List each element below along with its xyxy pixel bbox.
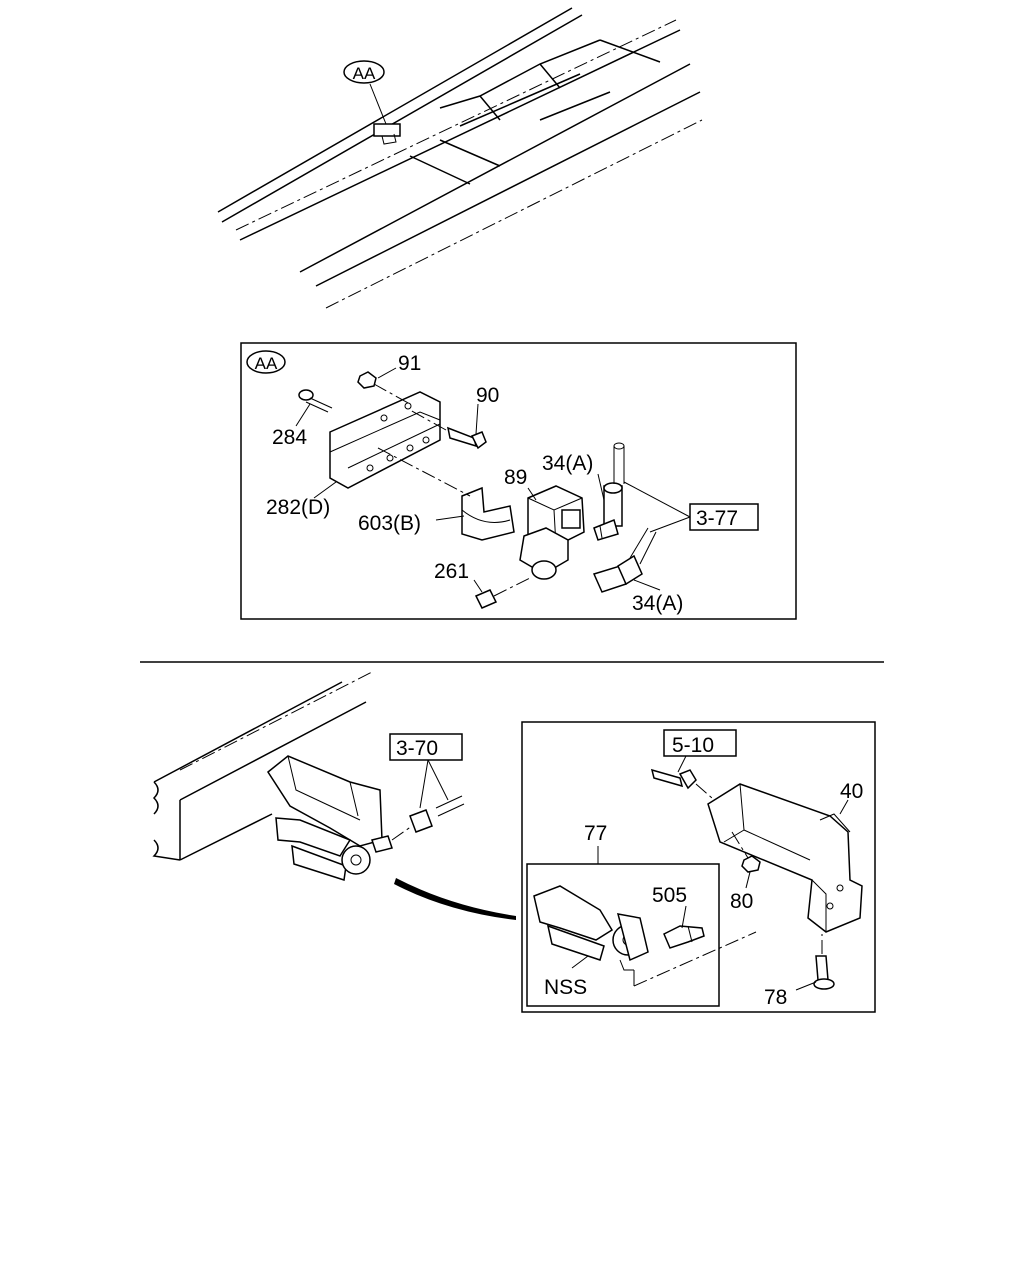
label-80: 80 [730,890,753,913]
bracket-282 [329,391,441,489]
reference-5-10 [663,729,737,773]
label-89: 89 [504,466,527,489]
horn-77 [533,885,649,971]
view-marker-top-text: AA [353,64,376,83]
view-marker-top: AA [343,60,385,84]
view-marker-detail-aa-text: AA [255,354,278,373]
nut-80 [731,831,761,873]
label-77: 77 [584,822,607,845]
reference-3-77 [623,481,759,533]
label-34a-top: 34(A) [542,452,593,475]
fitting-34a-top [593,482,623,541]
label-505: 505 [652,884,687,907]
label-5-10: 5-10 [672,734,714,757]
label-78: 78 [764,986,787,1009]
reference-3-70 [389,733,463,809]
label-34a-bottom: 34(A) [632,592,683,615]
fitting-3-70 [391,795,465,841]
detail-nss-frame [526,863,720,1007]
view-marker-detail-aa: AA [246,350,286,374]
lower-frame-view [152,671,393,881]
bolt-90 [409,409,487,450]
detail-horn-frame [521,721,876,1013]
hose-top [613,442,625,484]
label-nss: NSS [544,976,587,999]
label-284: 284 [272,426,307,449]
clamp-603 [377,447,515,541]
stud-5-10 [650,768,713,799]
bolt-284 [298,389,333,413]
label-90: 90 [476,384,499,407]
detail-aa-frame [240,342,797,620]
label-603-b: 603(B) [358,512,421,535]
valve-89 [519,485,585,580]
label-3-70: 3-70 [396,737,438,760]
nut-91 [357,371,411,405]
label-261: 261 [434,560,469,583]
plug-261 [474,577,531,609]
label-40: 40 [840,780,863,803]
label-282-d: 282(D) [266,496,330,519]
top-frame-view [217,7,703,309]
bracket-40 [707,783,863,933]
detail-callout-arrow [394,878,516,920]
elbow-505 [663,925,705,949]
dashed-leader-horn [633,931,757,987]
fitting-34a-bottom [592,527,657,593]
label-3-77: 3-77 [696,507,738,530]
bolt-78 [813,934,835,990]
label-91: 91 [398,352,421,375]
